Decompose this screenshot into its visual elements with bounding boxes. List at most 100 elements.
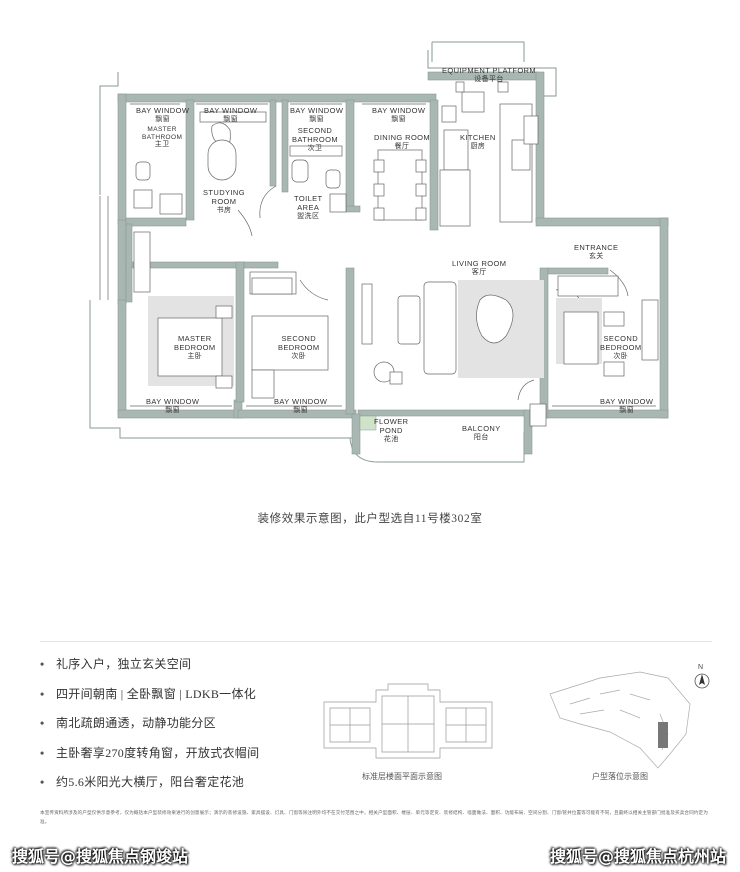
label-dining-room: DINING ROOM 餐厅 — [374, 133, 430, 151]
north-arrow-icon: N — [694, 664, 710, 692]
label-zh: 次卫 — [307, 145, 323, 152]
label-bay-window-master-bath: BAY WINDOW 飘窗 — [136, 106, 189, 124]
label-zh: 厨房 — [470, 143, 486, 150]
feature-text: 四开间朝南 | 全卧飘窗 | LDKB一体化 — [56, 686, 257, 701]
feature-text: 南北疏朗通透，动静功能分区 — [56, 716, 216, 730]
label-living-room: LIVING ROOM 客厅 — [452, 259, 506, 277]
label-second-bedroom-left: SECOND BEDROOM 次卧 — [278, 334, 320, 361]
label-zh: 飘窗 — [293, 407, 309, 414]
label-en: BEDROOM — [278, 343, 320, 352]
label-en: BEDROOM — [174, 343, 216, 352]
label-zh: 主卧 — [187, 353, 203, 360]
label-en: SECOND — [281, 334, 317, 343]
label-en: SECOND — [297, 126, 333, 135]
bullet-icon: • — [40, 716, 45, 730]
compass-icon — [694, 673, 710, 689]
watermark-left: 搜狐号@搜狐焦点钢竣站 — [12, 847, 189, 866]
label-zh: 设备平台 — [474, 76, 504, 83]
feature-item: • 四开间朝南 | 全卧飘窗 | LDKB一体化 — [40, 684, 259, 714]
label-en: BAY WINDOW — [600, 397, 654, 406]
feature-text: 主卧奢享270度转角窗，开放式衣帽间 — [56, 745, 260, 760]
label-en: MASTER — [147, 126, 177, 133]
feature-item: • 主卧奢享270度转角窗，开放式衣帽间 — [40, 743, 259, 773]
label-zh: 书房 — [216, 207, 232, 214]
label-en: LIVING ROOM — [452, 259, 507, 268]
label-zh: 花池 — [383, 436, 399, 443]
label-zh: 飘窗 — [619, 407, 635, 414]
label-zh: 玄关 — [588, 253, 604, 260]
label-zh: 飘窗 — [391, 116, 407, 123]
label-en: AREA — [297, 203, 320, 212]
label-en: FLOWER — [374, 417, 409, 426]
label-kitchen: KITCHEN 厨房 — [460, 133, 496, 151]
label-second-bathroom: SECOND BATHROOM 次卫 — [292, 126, 338, 153]
disclaimer-text: 本宣传资料所涉及的户型仅供示意参考，仅为概括本户型装修效果进行的创意展示；演示的… — [40, 810, 708, 824]
feature-list: • 礼序入户，独立玄关空间 • 四开间朝南 | 全卧飘窗 | LDKB一体化 • 南北… — [40, 654, 259, 802]
label-entrance: ENTRANCE 玄关 — [574, 243, 618, 261]
feature-item: • 礼序入户，独立玄关空间 — [40, 654, 259, 684]
label-en: STUDYING — [203, 188, 245, 197]
feature-text: 约5.6米阳光大横厅，阳台奢定花池 — [56, 775, 245, 789]
label-studying-room: STUDYING ROOM 书房 — [203, 188, 245, 215]
bullet-icon: • — [40, 745, 45, 760]
site-plan-caption: 户型落位示意图 — [592, 772, 648, 781]
label-en: BAY WINDOW — [274, 397, 328, 406]
feature-item: • 南北疏朗通透，动静功能分区 — [40, 713, 259, 743]
bullet-icon: • — [40, 686, 45, 701]
label-en: KITCHEN — [460, 133, 496, 142]
section-divider — [40, 641, 712, 642]
standard-floor-thumbnail — [323, 683, 493, 759]
label-zh: 客厅 — [471, 269, 487, 276]
label-en: BAY WINDOW — [136, 106, 190, 115]
floor-plan-caption: 标准层楼面平面示意图 — [362, 772, 442, 781]
label-zh: 餐厅 — [394, 143, 410, 150]
label-bay-window-second-bed: BAY WINDOW 飘窗 — [274, 397, 327, 415]
label-en: EQUIPMENT PLATFORM — [442, 66, 537, 75]
label-bay-window-study: BAY WINDOW 飘窗 — [204, 106, 257, 124]
label-en: ENTRANCE — [574, 243, 619, 252]
label-en: BEDROOM — [600, 343, 642, 352]
label-equipment-platform: EQUIPMENT PLATFORM 设备平台 — [442, 66, 536, 84]
floor-plan: BAY WINDOW 飘窗 MASTER BATHROOM 主卫 BAY WIN… — [89, 41, 669, 463]
label-flower-pond: FLOWER POND 花池 — [374, 417, 408, 444]
label-zh: 阳台 — [473, 434, 489, 441]
plan-caption: 装修效果示意图，此户型选自11号楼302室 — [257, 513, 483, 525]
label-second-bedroom-right: SECOND BEDROOM 次卧 — [600, 334, 642, 361]
label-bay-window-second-bath: BAY WINDOW 飘窗 — [290, 106, 343, 124]
label-en: ROOM — [211, 197, 237, 206]
label-en: BAY WINDOW — [372, 106, 426, 115]
label-en: DINING ROOM — [374, 133, 431, 142]
feature-item: • 约5.6米阳光大横厅，阳台奢定花池 — [40, 772, 259, 802]
site-plan-thumbnail — [549, 671, 691, 769]
label-zh: 主卫 — [154, 141, 170, 148]
label-en: TOILET — [294, 194, 323, 203]
label-toilet-area: TOILET AREA 盥洗区 — [294, 194, 323, 221]
bullet-icon: • — [40, 657, 45, 671]
label-en: POND — [379, 426, 403, 435]
label-en: BATHROOM — [292, 135, 338, 144]
label-zh: 飘窗 — [165, 407, 181, 414]
label-en: BALCONY — [462, 424, 501, 433]
label-zh: 飘窗 — [309, 116, 325, 123]
label-en: BAY WINDOW — [146, 397, 200, 406]
feature-text: 礼序入户，独立玄关空间 — [56, 657, 192, 671]
bullet-icon: • — [40, 775, 45, 789]
watermark-right: 搜狐号@搜狐焦点杭州站 — [549, 847, 726, 866]
label-balcony: BALCONY 阳台 — [462, 424, 501, 442]
label-zh: 次卧 — [613, 353, 629, 360]
label-bay-window-dining: BAY WINDOW 飘窗 — [372, 106, 425, 124]
label-zh: 飘窗 — [223, 116, 239, 123]
label-en: BAY WINDOW — [204, 106, 258, 115]
label-zh: 次卧 — [291, 353, 307, 360]
label-zh: 盥洗区 — [297, 213, 320, 220]
label-en: BATHROOM — [142, 133, 183, 141]
label-master-bedroom: MASTER BEDROOM 主卧 — [174, 334, 216, 361]
label-en: MASTER — [177, 334, 212, 343]
label-en: SECOND — [603, 334, 639, 343]
label-master-bathroom: MASTER BATHROOM 主卫 — [142, 126, 182, 149]
label-bay-window-master-bed: BAY WINDOW 飘窗 — [146, 397, 199, 415]
label-en: BAY WINDOW — [290, 106, 344, 115]
label-bay-window-right-bed: BAY WINDOW 飘窗 — [600, 397, 653, 415]
floor-plan-drawing — [89, 41, 669, 463]
north-label: N — [698, 664, 704, 671]
